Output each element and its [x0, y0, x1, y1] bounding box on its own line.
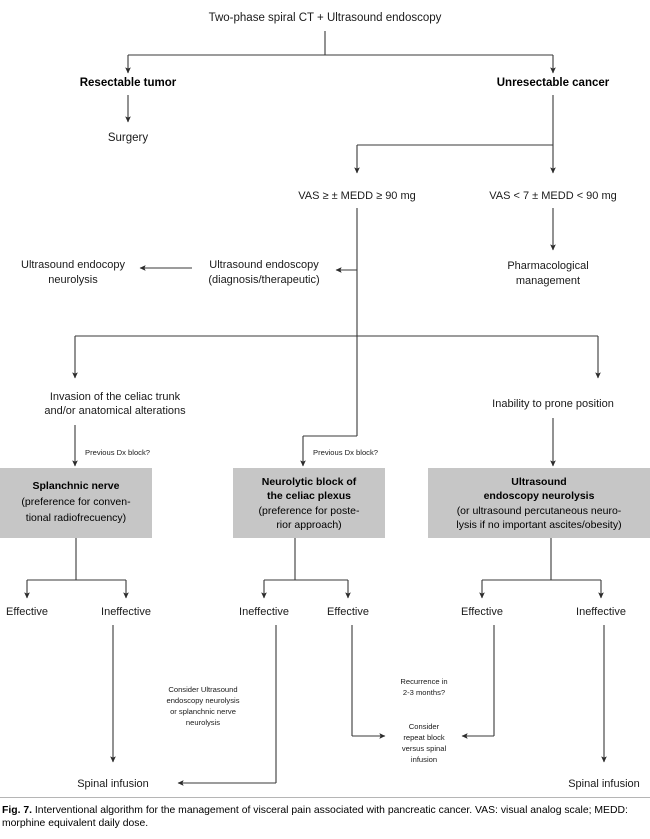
flowchart-diagram: Two-phase spiral CT + Ultrasound endosco… — [0, 12, 650, 790]
box-usneuro-line4: lysis if no important ascites/obesity) — [456, 519, 621, 531]
node-invasion-line1: Invasion of the celiac trunk — [50, 391, 181, 403]
node-unresectable-cancer: Unresectable cancer — [497, 77, 610, 89]
box-splanchnic-line2: (preference for conven- — [21, 496, 131, 508]
node-us-endocopy-neurolysis-line1: Ultrasound endocopy — [21, 259, 125, 271]
note-recurrence-line2: 2-3 months? — [403, 688, 445, 697]
node-invasion-line2: and/or anatomical alterations — [44, 405, 186, 417]
edge-split-splanchnic — [24, 538, 129, 599]
edge-split-usneurolysis — [479, 538, 604, 599]
edge-effective4-repeat — [351, 625, 386, 739]
box-ultrasound-endoscopy-neurolysis[interactable]: Ultrasound endoscopy neurolysis (or ultr… — [428, 468, 650, 538]
figure-caption-text: Interventional algorithm for the managem… — [2, 804, 628, 830]
terminal-spinal-infusion-left: Spinal infusion — [77, 778, 149, 790]
label-previous-dx-block-mid: Previous Dx block? — [313, 448, 378, 457]
node-vas-low: VAS < 7 ± MEDD < 90 mg — [489, 190, 617, 202]
edge-effective5-repeat — [461, 625, 495, 739]
note-repeat-line1: Consider — [409, 722, 440, 731]
node-surgery: Surgery — [108, 132, 149, 144]
edge-vashigh-trunk — [335, 208, 358, 273]
box-splanchnic-nerve[interactable]: Splanchnic nerve (preference for conven-… — [0, 468, 152, 538]
node-us-endoscopy-line1: Ultrasound endoscopy — [209, 259, 319, 271]
terminal-spinal-infusion-right: Spinal infusion — [568, 778, 640, 790]
note-recurrence-line1: Recurrence in — [400, 677, 447, 686]
outcome-6-ineffective: Ineffective — [576, 606, 626, 618]
outcome-5-effective: Effective — [461, 606, 503, 618]
node-pharmacological-line2: management — [516, 275, 580, 287]
outcome-3-ineffective: Ineffective — [239, 606, 289, 618]
node-vas-high: VAS ≥ ± MEDD ≥ 90 mg — [298, 190, 416, 202]
box-usneuro-line2: endoscopy neurolysis — [484, 490, 595, 502]
node-us-endoscopy-line2: (diagnosis/therapeutic) — [208, 274, 319, 286]
box-neurolytic-celiac-plexus[interactable]: Neurolytic block of the celiac plexus (p… — [233, 468, 385, 538]
outcome-2-ineffective: Ineffective — [101, 606, 151, 618]
edge-trunk-middle-box — [300, 435, 357, 467]
edge-ineffective3-spinal — [177, 625, 277, 786]
figure-caption: Fig. 7. Interventional algorithm for the… — [0, 796, 650, 839]
outcome-4-effective: Effective — [327, 606, 369, 618]
box-neurolytic-line3: (preference for poste- — [259, 505, 360, 517]
note-repeat-line2: repeat block — [403, 733, 445, 742]
outcome-1-effective: Effective — [6, 606, 48, 618]
note-consider-line4: neurolysis — [186, 718, 220, 727]
figure-number: Fig. 7. — [2, 804, 33, 816]
note-repeat-line4: infusion — [411, 755, 437, 764]
box-usneuro-line3: (or ultrasound percutaneous neuro- — [457, 505, 622, 517]
edge-unresectable-vas-split — [354, 95, 556, 174]
edge-root-split — [125, 31, 556, 74]
node-inability-prone: Inability to prone position — [492, 398, 614, 410]
box-neurolytic-line2: the celiac plexus — [267, 490, 351, 502]
box-splanchnic-line1: Splanchnic nerve — [33, 480, 120, 492]
note-consider-line1: Consider Ultrasound — [168, 685, 237, 694]
note-consider-line2: endoscopy neurolysis — [166, 696, 239, 705]
node-pharmacological-line1: Pharmacological — [507, 260, 588, 272]
node-root: Two-phase spiral CT + Ultrasound endosco… — [209, 12, 442, 24]
box-usneuro-line1: Ultrasound — [511, 476, 566, 488]
note-consider-line3: or splanchnic nerve — [170, 707, 236, 716]
label-previous-dx-block-left: Previous Dx block? — [85, 448, 150, 457]
box-neurolytic-line4: rior approach) — [276, 519, 341, 531]
node-resectable-tumor: Resectable tumor — [80, 77, 177, 89]
edge-trunk-wide-split — [72, 270, 601, 436]
node-us-endocopy-neurolysis-line2: neurolysis — [48, 274, 98, 286]
box-neurolytic-line1: Neurolytic block of — [262, 476, 357, 488]
box-splanchnic-line3: tional radiofrecuency) — [26, 512, 126, 524]
edge-split-neurolytic — [261, 538, 351, 599]
note-repeat-line3: versus spinal — [402, 744, 447, 753]
